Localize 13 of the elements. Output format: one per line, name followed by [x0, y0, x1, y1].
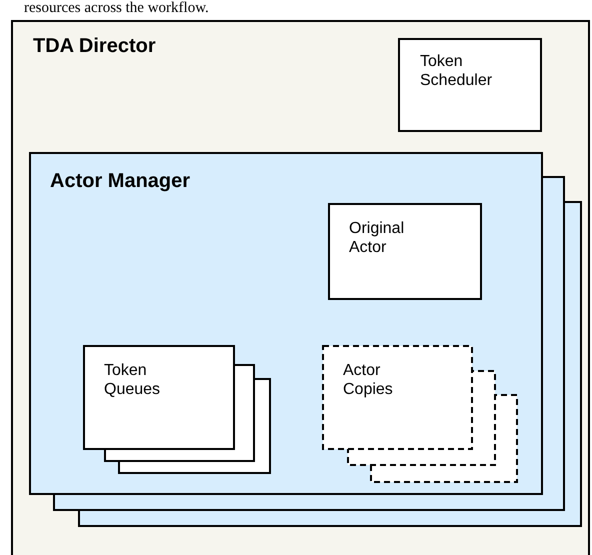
label-text: Token Queues: [104, 361, 162, 399]
container-frame: [11, 20, 590, 555]
stacked-boxes: [83, 345, 271, 474]
label-text: Original Actor: [349, 219, 406, 257]
container-stacked-boxes: [29, 152, 582, 527]
component-box: [398, 38, 542, 132]
label-text: Actor Copies: [343, 361, 394, 399]
component-box: [328, 203, 482, 300]
heading: TDA Director: [33, 34, 156, 58]
heading: Actor Manager: [50, 169, 190, 193]
dashed-stacked-boxes: [322, 345, 518, 483]
label-text: Token Scheduler: [420, 52, 494, 90]
caption-text: resources across the workflow.: [24, 0, 209, 16]
